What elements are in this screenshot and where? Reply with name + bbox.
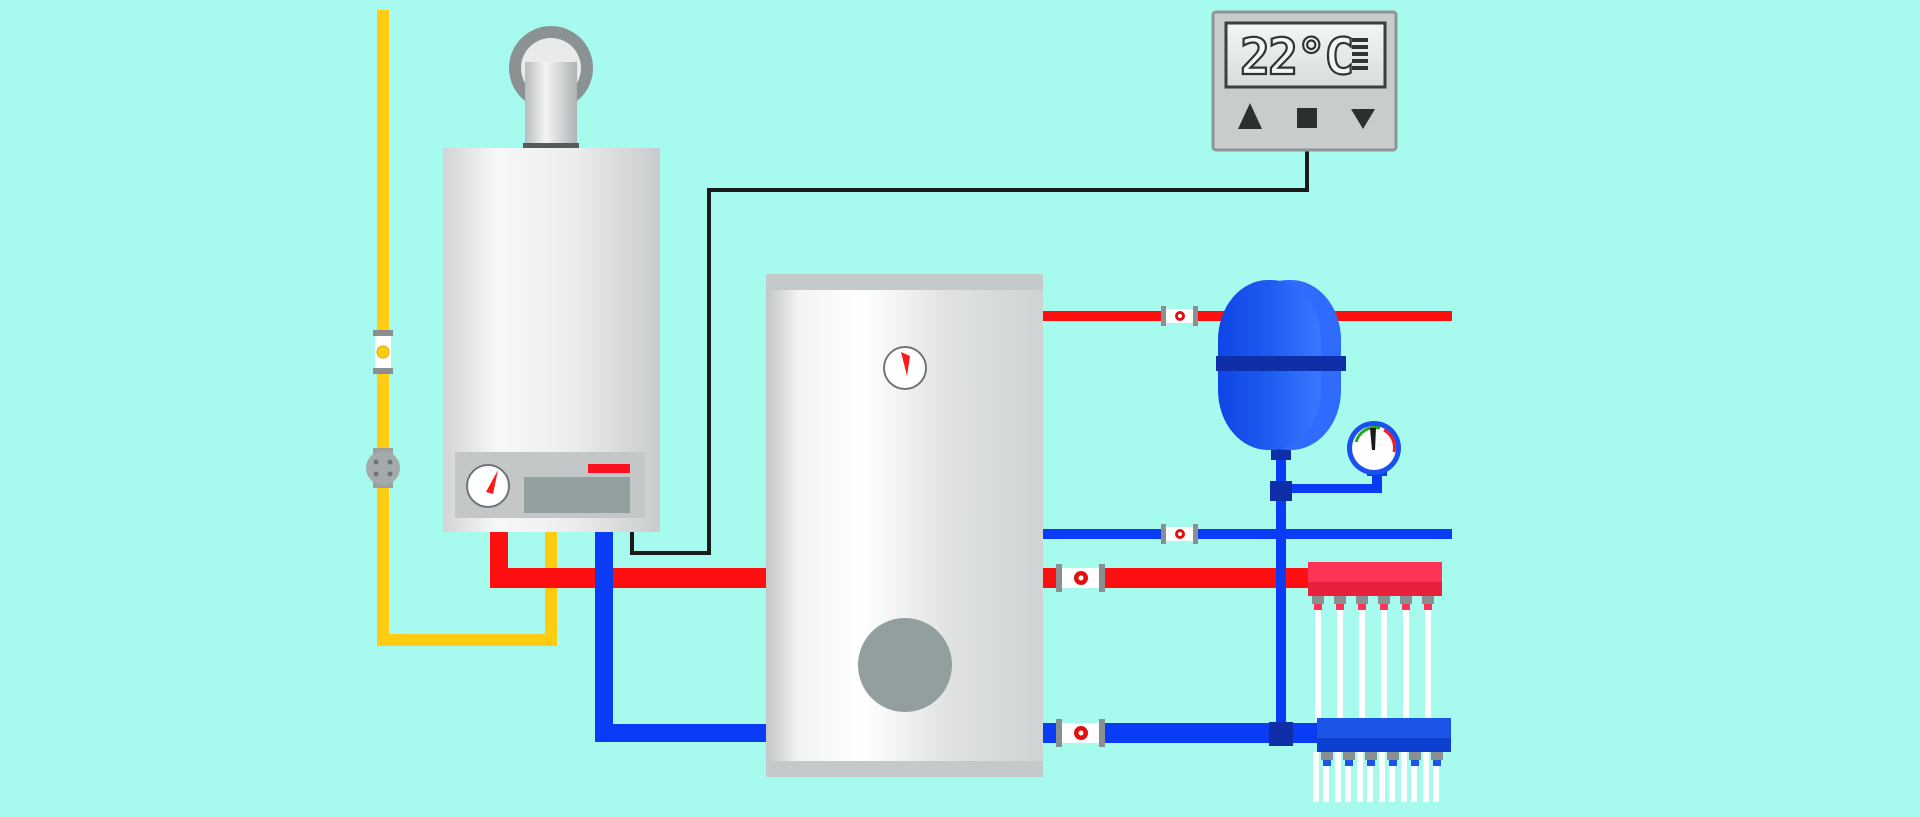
boiler-indicator-light [588, 464, 630, 473]
tank-inspection-hatch [858, 618, 952, 712]
boiler-cold-return-pipe [595, 532, 766, 742]
gas-valve-icon [373, 330, 393, 374]
gas-union-icon [366, 448, 400, 488]
thermostat-level-bars-icon [1352, 38, 1368, 70]
pressure-gauge [1347, 421, 1401, 476]
boiler-display-screen [524, 477, 630, 513]
heating-flow-valve-icon [1056, 564, 1105, 592]
thermostat-temperature-readout: 22°C [1240, 28, 1352, 86]
wall-mounted-boiler [443, 26, 660, 588]
supply-manifold [1308, 562, 1442, 596]
room-thermostat: 22°C [1211, 10, 1398, 152]
expansion-vessel [1216, 280, 1346, 450]
cold-water-inlet-pipe [1043, 524, 1452, 544]
pressure-gauge-needle-icon [1370, 428, 1376, 450]
boiler-gauge-icon [466, 464, 510, 508]
thermostat-signal-wire [630, 150, 1309, 555]
cold-inlet-valve-icon [1161, 524, 1198, 544]
hot-outlet-valve-icon [1161, 306, 1198, 326]
heating-return-valve-icon [1056, 719, 1105, 747]
thermostat-up-button[interactable] [1238, 103, 1262, 129]
return-manifold [1317, 718, 1451, 752]
expansion-riser-pipe [1269, 440, 1382, 746]
thermostat-stop-button[interactable] [1297, 108, 1317, 128]
thermostat-display [1224, 21, 1387, 89]
thermostat-down-button[interactable] [1351, 109, 1375, 129]
gas-pipe [366, 10, 557, 646]
flue-pipe [509, 26, 593, 148]
boiler-hot-flow-pipe [490, 568, 766, 588]
heating-flow-pipe [1043, 564, 1309, 592]
hot-water-storage-tank [766, 274, 1043, 777]
return-manifold-loops [1313, 752, 1443, 802]
heating-return-pipe [1043, 719, 1318, 747]
supply-manifold-loops [1312, 596, 1434, 722]
